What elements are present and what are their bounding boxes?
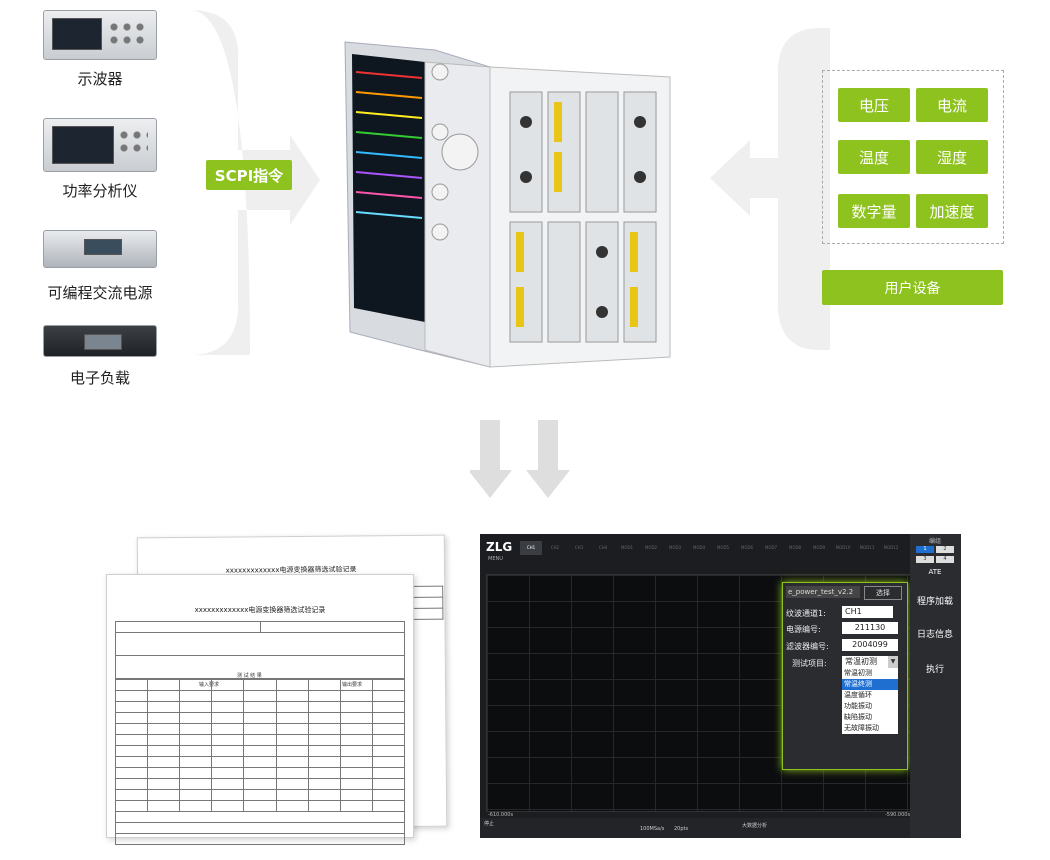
stop-status: 停止 <box>484 821 495 827</box>
channel-tab[interactable]: CH4 <box>598 545 608 550</box>
brand-logo: ZLG <box>486 540 513 554</box>
channel-tab[interactable]: MOD2 <box>644 545 658 550</box>
power-analyzer-icon <box>43 118 157 172</box>
report-title: xxxxxxxxxxxxx电源变换器筛选试验记录 <box>194 606 326 614</box>
sample-rate: 100MSa/s <box>640 826 665 832</box>
scpi-label: SCPI指令 <box>206 160 292 190</box>
chevron-down-icon[interactable]: ▼ <box>888 656 898 668</box>
select-button[interactable]: 选择 <box>864 586 902 600</box>
group-1[interactable]: 1 <box>916 546 934 553</box>
channel-tab[interactable]: CH1 <box>520 541 542 555</box>
instrument-screen: ZLG MENU CH1 CH2 CH3 CH4 MOD1 MOD2 MOD3 MOD4 MOD… <box>480 534 961 838</box>
sensor-digital: 数字量 <box>838 194 910 228</box>
test-item-option[interactable]: 功能振动 <box>844 702 872 710</box>
device-electronic-load: 电子负载 <box>40 325 160 388</box>
user-device-label: 用户设备 <box>822 270 1003 305</box>
group-4[interactable]: 4 <box>936 556 954 563</box>
group-label: 编组 <box>928 538 941 545</box>
time-left: -610.000s <box>488 812 514 818</box>
test-item-option[interactable]: 缺陷振动 <box>844 713 872 721</box>
ripple-channel-label: 纹波通道1: <box>786 609 826 618</box>
sensor-acceleration: 加速度 <box>916 194 988 228</box>
device-label: 示波器 <box>77 70 123 88</box>
channel-tab[interactable]: MOD1 <box>620 545 634 550</box>
menu-label[interactable]: MENU <box>488 556 503 562</box>
test-item-select[interactable]: 常温初测 <box>842 656 891 668</box>
report-section: 测 试 结 果 <box>237 673 262 679</box>
channel-tab[interactable]: MOD6 <box>740 545 754 550</box>
group-3[interactable]: 3 <box>916 556 934 563</box>
sensor-voltage: 电压 <box>838 88 910 122</box>
filter-id-input[interactable]: 2004099 <box>842 639 898 651</box>
test-item-option[interactable]: 温度循环 <box>844 691 872 699</box>
down-arrows <box>470 420 570 498</box>
ac-power-source-icon <box>43 230 157 268</box>
channel-tab[interactable]: MOD8 <box>788 545 802 550</box>
group-2[interactable]: 2 <box>936 546 954 553</box>
dialog-file-field[interactable]: e_power_test_v2.2 <box>786 586 860 598</box>
filter-id-label: 滤波器编号: <box>786 642 829 651</box>
channel-tab[interactable]: MOD9 <box>812 545 826 550</box>
ate-label: ATE <box>928 568 942 576</box>
ripple-channel-select[interactable]: CH1 <box>842 606 893 618</box>
execute-button[interactable]: 执行 <box>925 665 944 675</box>
sensor-humidity: 湿度 <box>916 140 988 174</box>
channel-tab[interactable]: CH2 <box>550 545 560 550</box>
time-right: -590.000s <box>885 812 911 818</box>
right-bracket-arrow <box>710 28 830 350</box>
test-item-option[interactable]: 无故障振动 <box>844 724 879 732</box>
channel-tab[interactable]: CH3 <box>574 545 584 550</box>
device-oscilloscope: 示波器 <box>40 10 160 89</box>
channel-tab[interactable]: MOD3 <box>668 545 682 550</box>
channel-tab[interactable]: MOD7 <box>764 545 778 550</box>
channel-tab[interactable]: MOD10 <box>835 545 851 550</box>
test-item-options: 常温初测常温终测温度循环功能振动缺陷振动无故障振动 <box>842 668 898 734</box>
big-data-analysis[interactable]: 大数据分析 <box>742 823 768 829</box>
electronic-load-icon <box>43 325 157 357</box>
sensor-group <box>822 70 1004 244</box>
device-label: 功率分析仪 <box>62 182 138 200</box>
test-item-option[interactable]: 常温初测 <box>844 669 872 677</box>
oscilloscope-icon <box>43 10 157 60</box>
sample-points: 20pts <box>674 826 689 832</box>
channel-tab[interactable]: MOD4 <box>692 545 706 550</box>
channel-tab[interactable]: MOD5 <box>716 545 730 550</box>
sensor-temperature: 温度 <box>838 140 910 174</box>
device-power-analyzer: 功率分析仪 <box>40 118 160 201</box>
test-item-option[interactable]: 常温终测 <box>842 679 898 690</box>
data-acquisition-instrument-icon <box>344 41 671 368</box>
log-info-button[interactable]: 日志信息 <box>916 630 953 640</box>
device-label: 可编程交流电源 <box>47 284 153 302</box>
bottom-bar <box>480 818 910 838</box>
power-id-label: 电源编号: <box>786 625 821 634</box>
report-document-front: xxxxxxxxxxxxx电源变换器筛选试验记录 测 试 结 果 输入要求 输出… <box>106 574 414 845</box>
device-ac-power-source: 可编程交流电源 <box>40 230 160 303</box>
channel-tab[interactable]: MOD11 <box>859 545 875 550</box>
device-label: 电子负载 <box>69 369 130 387</box>
test-item-label: 测试项目: <box>792 659 827 668</box>
channel-tab[interactable]: MOD12 <box>883 545 899 550</box>
program-load-button[interactable]: 程序加载 <box>916 597 953 607</box>
side-panel <box>910 534 961 838</box>
sensor-current: 电流 <box>916 88 988 122</box>
power-id-input[interactable]: 211130 <box>842 622 898 634</box>
